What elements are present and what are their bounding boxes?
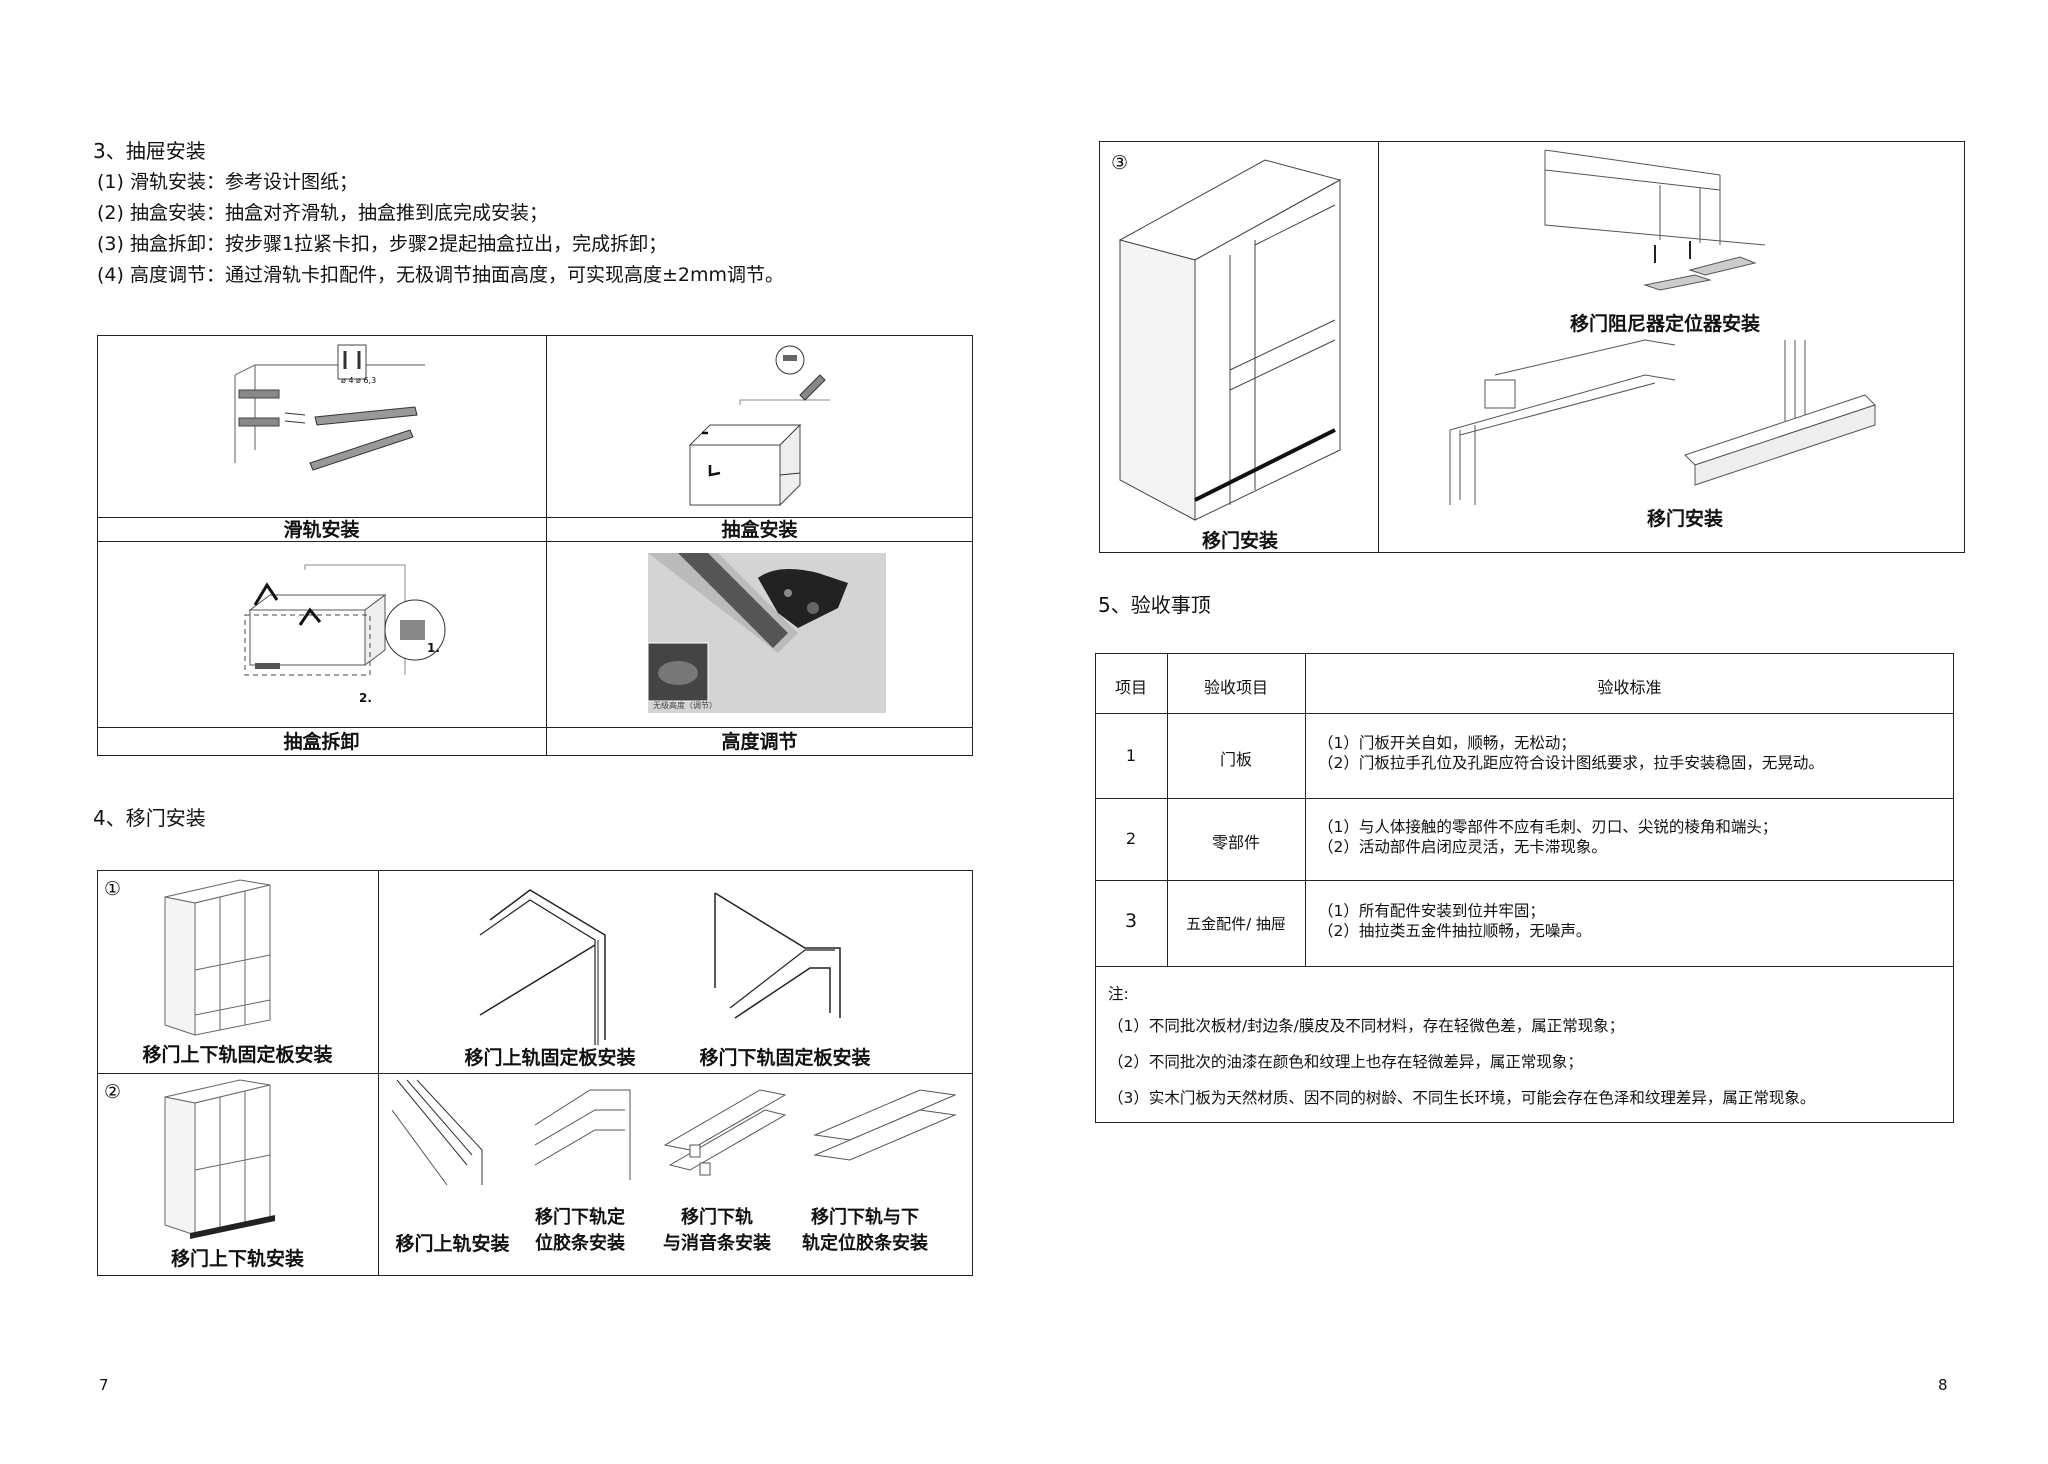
- caption-drawer-install: 抽盒安装: [721, 519, 798, 541]
- sliding-figure-3: [1099, 141, 1965, 553]
- header-no: 项目: [1114, 678, 1147, 697]
- acceptance-title: 5、验收事顶: [1098, 593, 1211, 617]
- bottom-rail-plate-illustration: [710, 888, 850, 1038]
- caption-bottom-silencer: 移门下轨 与消音条安装: [663, 1207, 771, 1254]
- page-number-left: 7: [99, 1376, 109, 1394]
- bottom-rail-strip-illustration: [810, 1085, 960, 1175]
- damper-locator-illustration: [1540, 145, 1800, 300]
- row-3-item: 五金配件/ 抽屉: [1186, 915, 1286, 933]
- drawer-step-2: (2) 抽盒安装：抽盒对齐滑轨，抽盒推到底完成安装；: [97, 202, 548, 224]
- sliding-section-title: 4、移门安装: [93, 806, 206, 830]
- drawer-step-3: (3) 抽盒拆卸：按步骤1拉紧卡扣，步骤2提起抽盒拉出，完成拆卸；: [97, 233, 668, 255]
- row-2-standard-2: （2）活动部件启闭应灵活，无卡滞现象。: [1318, 838, 1607, 856]
- caption-sliding-door: 移门安装: [1201, 530, 1278, 552]
- drawer-step-1: (1) 滑轨安装：参考设计图纸；: [97, 171, 358, 193]
- caption-top-rail-plate: 移门上轨固定板安装: [464, 1047, 636, 1069]
- wardrobe-sliding-illustration: [1115, 150, 1345, 520]
- row-3-standard-2: （2）抽拉类五金件抽拉顺畅，无噪声。: [1318, 922, 1592, 940]
- row-2-item: 零部件: [1211, 833, 1260, 852]
- row2-number: ②: [104, 1081, 122, 1103]
- bottom-rail-gasket-illustration: [530, 1085, 640, 1185]
- drawer-removal-illustration: [235, 560, 455, 710]
- row-1-standard-1: （1）门板开关自如，顺畅，无松动；: [1318, 734, 1576, 752]
- drawer-step-4: (4) 高度调节：通过滑轨卡扣配件，无极调节抽面高度，可实现高度±2mm调节。: [97, 264, 784, 286]
- drawer-figure-table: [97, 335, 973, 756]
- top-rail-plate-illustration: [480, 880, 620, 1050]
- caption-slide-rail: 滑轨安装: [283, 519, 360, 541]
- caption-top-rail-install: 移门上轨安装: [395, 1233, 510, 1255]
- caption-rail-plates: 移门上下轨固定板安装: [142, 1044, 333, 1066]
- drawer-section-title: 3、抽屉安装: [93, 139, 206, 163]
- caption-bottom-strip: 移门下轨与下 轨定位胶条安装: [802, 1207, 928, 1254]
- caption-height-adjust: 高度调节: [721, 731, 798, 753]
- height-adjust-photo: [648, 553, 886, 713]
- screw-label-4: ø 4: [341, 376, 354, 385]
- note-2: （2）不同批次的油漆在颜色和纹理上也存在轻微差异，属正常现象；: [1108, 1053, 1583, 1071]
- header-standard: 验收标准: [1597, 678, 1662, 697]
- wardrobe-frame-illustration: [165, 875, 275, 1035]
- note-1: （1）不同批次板材/封边条/膜皮及不同材料，存在轻微色差，属正常现象；: [1108, 1017, 1625, 1035]
- wardrobe-rails-illustration: [165, 1075, 275, 1239]
- screw-label-6-3: ø 6,3: [356, 376, 377, 385]
- acceptance-table: [1095, 653, 1954, 1123]
- bottom-rail-silencer-illustration: [660, 1085, 790, 1185]
- top-rail-install-illustration: [392, 1075, 492, 1190]
- row-1-item: 门板: [1219, 750, 1252, 769]
- height-photo-label: 无级高度（调节）: [653, 701, 717, 710]
- figure-3-number: ③: [1111, 152, 1129, 174]
- header-item: 验收项目: [1203, 678, 1268, 697]
- caption-drawer-remove: 抽盒拆卸: [283, 731, 360, 753]
- drawer-box-illustration: [680, 345, 840, 505]
- row-2-no: 2: [1125, 829, 1137, 848]
- sliding-rails-illustration: [1445, 335, 1895, 510]
- row-3-standard-1: （1）所有配件安装到位并牢固；: [1318, 902, 1545, 920]
- caption-bottom-gasket: 移门下轨定 位胶条安装: [535, 1207, 625, 1254]
- caption-rails-install: 移门上下轨安装: [170, 1248, 304, 1270]
- row-1-standard-2: （2）门板拉手孔位及孔距应符合设计图纸要求，拉手安装稳固，无晃动。: [1318, 754, 1824, 772]
- note-label: 注:: [1108, 985, 1129, 1003]
- note-3: （3）实木门板为天然材质、因不同的树龄、不同生长环境，可能会存在色泽和纹理差异，…: [1108, 1089, 1816, 1107]
- slide-rail-illustration: [225, 345, 435, 475]
- removal-step-1-label: 1.: [427, 641, 440, 655]
- row-3-no: 3: [1124, 910, 1138, 932]
- caption-bottom-rail-plate: 移门下轨固定板安装: [699, 1047, 871, 1069]
- caption-damper-locator: 移门阻尼器定位器安装: [1569, 313, 1760, 335]
- page-number-right: 8: [1938, 1376, 1948, 1394]
- row-1-no: 1: [1125, 746, 1137, 765]
- row1-number: ①: [104, 878, 122, 900]
- row-2-standard-1: （1）与人体接触的零部件不应有毛刺、刃口、尖锐的棱角和端头；: [1318, 818, 1778, 836]
- caption-sliding-install: 移门安装: [1646, 508, 1723, 530]
- removal-step-2-label: 2.: [359, 691, 372, 705]
